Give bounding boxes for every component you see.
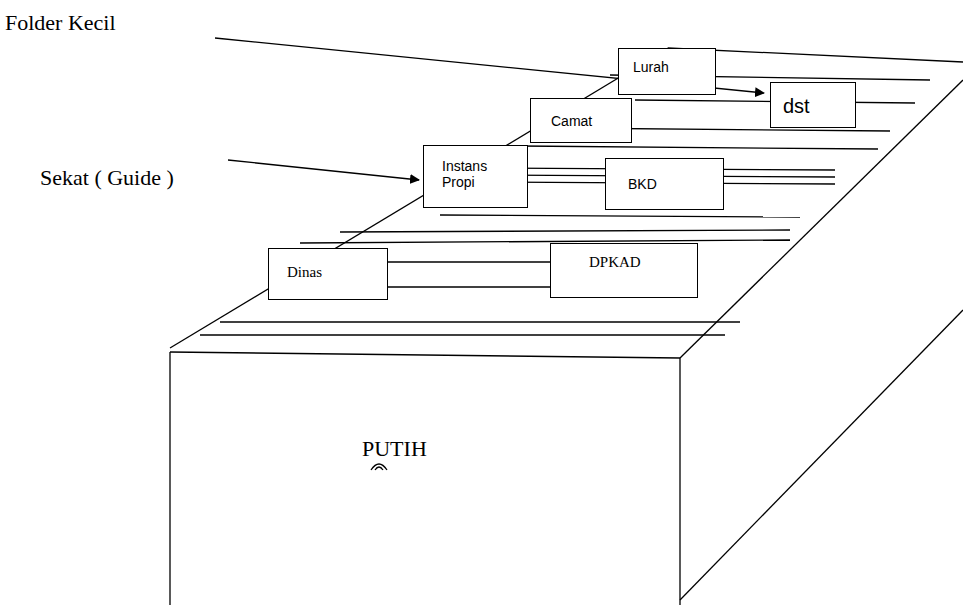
folder-tab: BKD [605, 158, 724, 210]
tab-label: Dinas [287, 264, 377, 281]
folder-tab: Instans Propi [423, 145, 528, 208]
callout-label: Sekat ( Guide ) [40, 165, 174, 191]
folder-tab: Lurah [618, 48, 716, 95]
callout-label: Folder Kecil [5, 10, 116, 36]
folder-tab: Camat [530, 98, 632, 143]
folder-tab: dst [770, 82, 856, 128]
tab-label: Instans Propi [442, 158, 517, 190]
tab-label: DPKAD [589, 254, 687, 271]
drawer-label: PUTIH [362, 436, 427, 462]
folder-tab: DPKAD [550, 243, 698, 298]
tab-label: BKD [628, 176, 713, 192]
tab-label: dst [783, 95, 845, 118]
tab-label: Camat [551, 113, 621, 129]
tab-label: Lurah [633, 59, 705, 75]
folder-tab: Dinas [268, 248, 388, 300]
